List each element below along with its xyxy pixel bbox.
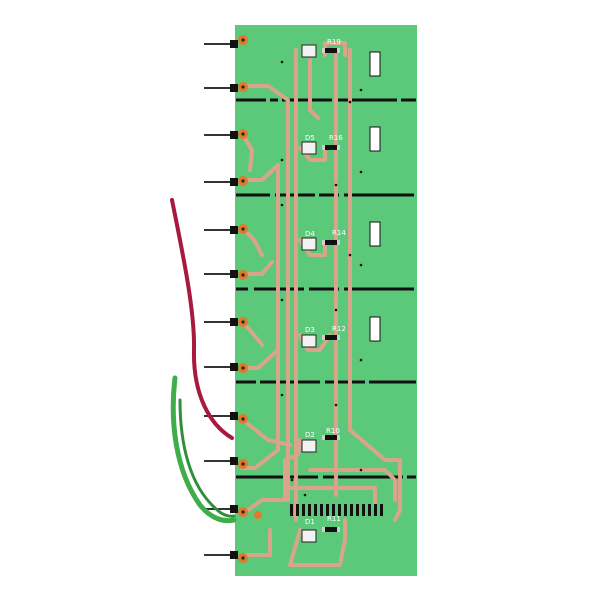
component-group-2: D5 R16 <box>301 134 343 155</box>
resistor-label: R10 <box>326 427 340 435</box>
led-body <box>301 44 317 58</box>
component-group-6: D1 R11 <box>301 515 341 543</box>
green-wire-2 <box>178 398 236 518</box>
resistor-body <box>322 527 340 532</box>
led-label: D4 <box>305 230 315 238</box>
component-group-4: D3 R12 <box>301 325 346 348</box>
resistor-end <box>322 435 325 440</box>
green-wire <box>170 375 237 524</box>
led-body <box>301 334 317 348</box>
resistor-end <box>337 240 340 245</box>
resistor-body <box>322 435 340 440</box>
component-group-3: D4 R14 <box>301 229 346 251</box>
vias <box>280 60 363 497</box>
resistor-label: R19 <box>327 38 341 46</box>
red-wire <box>170 198 234 440</box>
resistor-label: R11 <box>327 515 341 523</box>
resistor-end <box>337 527 340 532</box>
resistor-label: R16 <box>329 134 343 142</box>
led-label: D2 <box>305 431 315 439</box>
resistor-end <box>337 48 340 53</box>
resistor-body <box>322 145 340 150</box>
component-group-5: D2 R10 <box>301 427 340 453</box>
resistor-end <box>337 335 340 340</box>
led-body <box>301 439 317 453</box>
pin-header-row <box>290 504 383 516</box>
resistor-end <box>322 335 325 340</box>
resistor-body <box>322 335 340 340</box>
pad-holes <box>241 38 245 560</box>
slot <box>369 51 381 77</box>
resistor-label: R14 <box>332 229 346 237</box>
component-group-1: R19 <box>301 38 341 58</box>
resistor-label: R12 <box>332 325 346 333</box>
led-body <box>301 141 317 155</box>
board-slots <box>369 51 381 342</box>
pcb-traces <box>240 41 402 567</box>
resistor-end <box>337 435 340 440</box>
led-label: D5 <box>305 134 315 142</box>
led-body <box>301 529 317 543</box>
led-body <box>301 237 317 251</box>
resistor-end <box>337 145 340 150</box>
led-label: D3 <box>305 326 315 334</box>
left-header-pins <box>204 40 238 559</box>
resistor-end <box>322 527 325 532</box>
resistor-end <box>322 145 325 150</box>
slot <box>369 316 381 342</box>
pcb-board <box>235 25 417 576</box>
slot <box>369 126 381 152</box>
board-cut-lines <box>236 98 416 479</box>
led-label: D1 <box>305 518 315 526</box>
resistor-body <box>322 48 340 53</box>
slot <box>369 221 381 247</box>
resistor-end <box>322 240 325 245</box>
resistor-body <box>322 240 340 245</box>
resistor-end <box>322 48 325 53</box>
